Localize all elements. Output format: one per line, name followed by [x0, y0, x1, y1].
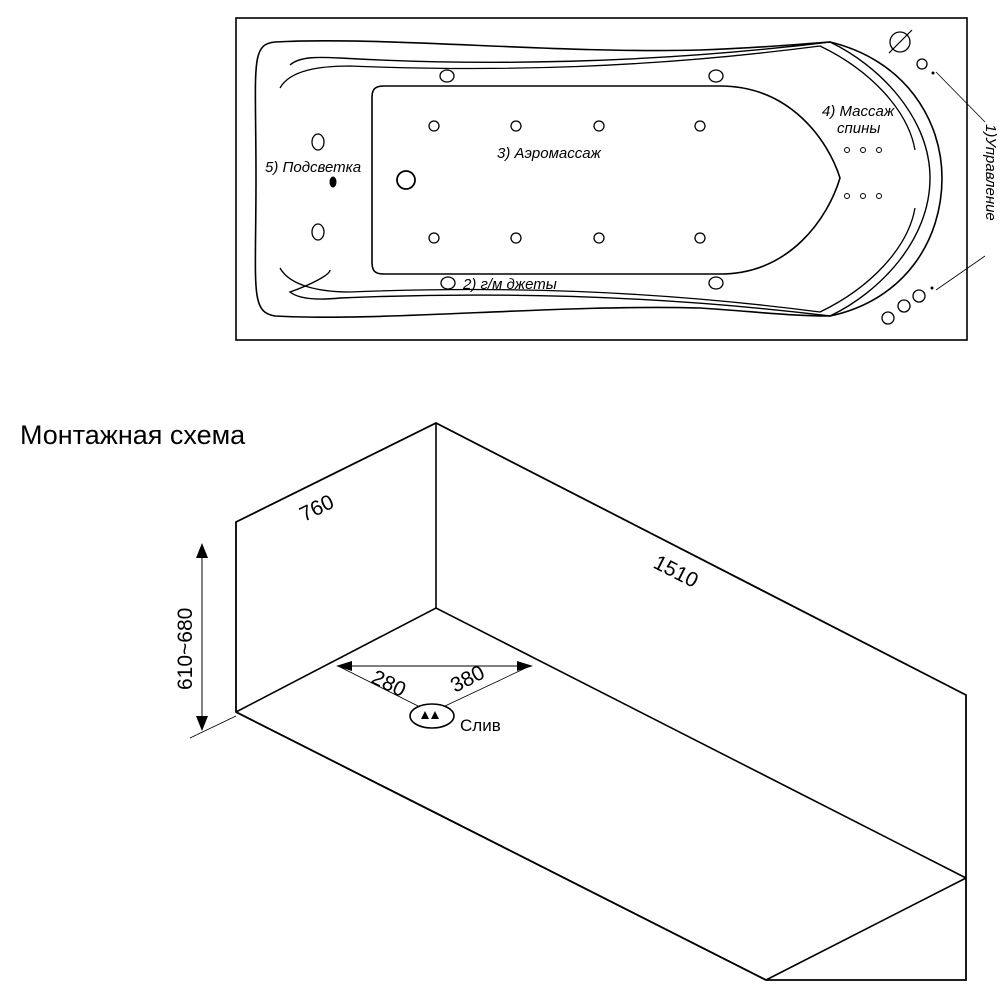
basin-drain-icon [396, 170, 416, 190]
air-nozzle [510, 120, 522, 132]
drain-label: Слив [460, 716, 501, 735]
back-nozzle [860, 147, 866, 153]
tub-basin [371, 85, 841, 275]
back-nozzle [860, 193, 866, 199]
dim-length: 1510 [650, 551, 702, 593]
air-nozzle [428, 120, 440, 132]
control-knob-icon [889, 31, 911, 53]
hydro-jet [440, 276, 456, 290]
tub-inner-lip-top [279, 45, 916, 151]
control-button-icon [881, 311, 895, 325]
back-nozzle [844, 193, 850, 199]
back-nozzle [876, 193, 882, 199]
hydro-jet [708, 276, 724, 290]
dim-height-marker [189, 543, 237, 739]
air-nozzle [593, 232, 605, 244]
air-nozzle [694, 232, 706, 244]
air-nozzle [428, 232, 440, 244]
hydro-jets [311, 69, 724, 290]
control-button-icon [912, 289, 926, 303]
top-view-frame [235, 17, 968, 341]
back-massage-nozzles [844, 147, 882, 199]
box-front-rim-edge [235, 711, 767, 981]
dim-drain-right: 380 [447, 661, 489, 697]
control-indicator [931, 71, 935, 75]
air-nozzle [510, 232, 522, 244]
controls-leader-top [935, 71, 986, 123]
tub-inner-rim [288, 41, 931, 317]
label-back-massage-2: спины [837, 120, 880, 137]
drain-icon [409, 703, 455, 729]
hydro-jet [311, 133, 325, 151]
control-button-icon [916, 58, 928, 70]
box-inner-edges [235, 607, 967, 879]
light-lamp-icon [329, 176, 337, 188]
controls-leader-bottom [935, 255, 986, 291]
control-button-icon [897, 299, 911, 313]
dim-height: 610~680 [174, 608, 197, 690]
hydro-jet [439, 69, 455, 83]
air-nozzle [694, 120, 706, 132]
control-panel [881, 29, 986, 325]
tub-outer-rim [254, 39, 943, 319]
install-scheme-title: Монтажная схема [20, 420, 246, 450]
hydro-jet [708, 69, 724, 83]
aeromassage-nozzles [428, 120, 706, 244]
dim-drain-marker [336, 661, 533, 707]
bathtub-top-view: 1)Управление 2) г/м джеты 3) Аэромассаж … [235, 17, 999, 341]
back-nozzle [844, 147, 850, 153]
hydro-jet [311, 223, 325, 241]
control-knob-line [888, 29, 913, 54]
control-indicator [930, 286, 934, 290]
install-box [235, 421, 967, 981]
label-back-massage-1: 4) Массаж [822, 103, 895, 120]
air-nozzle [593, 120, 605, 132]
tub-inner-lip-bottom [279, 207, 916, 313]
dim-width: 760 [296, 490, 338, 526]
label-aeromassage: 3) Аэромассаж [497, 145, 602, 162]
label-lighting: 5) Подсветка [265, 159, 361, 176]
box-right-bottom-edge [765, 877, 967, 981]
label-controls: 1)Управление [982, 124, 999, 221]
dim-drain-left: 280 [368, 666, 410, 702]
back-nozzle [876, 147, 882, 153]
label-hydro-jets: 2) г/м джеты [462, 276, 557, 293]
